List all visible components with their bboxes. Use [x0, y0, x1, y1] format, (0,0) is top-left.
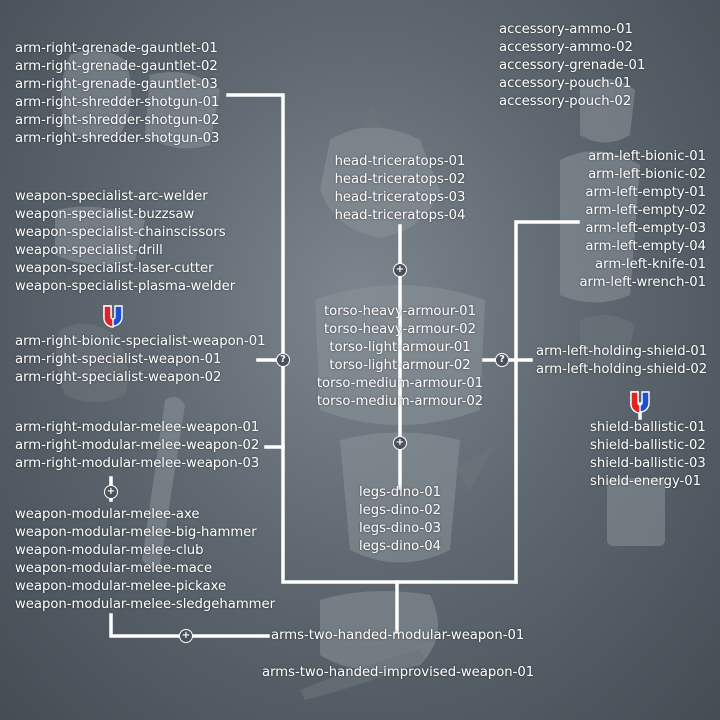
list-item: weapon-specialist-arc-welder	[15, 189, 208, 204]
list-item: weapon-specialist-plasma-welder	[15, 279, 236, 294]
list-item: torso-light-armour-02	[329, 358, 471, 373]
head-list: head-triceratops-01 head-triceratops-02 he…	[300, 153, 500, 225]
list-item: arm-left-bionic-01	[588, 149, 706, 164]
list-item: arm-right-shredder-shotgun-03	[15, 131, 220, 146]
list-item: head-triceratops-01	[334, 154, 466, 169]
list-item: accessory-grenade-01	[499, 58, 646, 73]
weapon-modular-melee-list: weapon-modular-melee-axe weapon-modular-m…	[15, 506, 275, 614]
weapon-specialist-list: weapon-specialist-arc-welder weapon-speci…	[15, 188, 235, 296]
list-item: head-triceratops-02	[334, 172, 466, 187]
list-item: accessory-pouch-01	[499, 76, 632, 91]
list-item: arm-right-specialist-weapon-01	[15, 352, 222, 367]
accessory-list: accessory-ammo-01 accessory-ammo-02 access…	[499, 21, 645, 111]
list-item: accessory-ammo-02	[499, 40, 633, 55]
legs-list: legs-dino-01 legs-dino-02 legs-dino-03 legs…	[300, 484, 500, 556]
list-item: torso-light-armour-01	[329, 340, 471, 355]
list-item: torso-medium-armour-01	[316, 376, 484, 391]
list-item: legs-dino-01	[358, 485, 442, 500]
list-item: weapon-modular-melee-big-hammer	[15, 525, 257, 540]
list-item: head-triceratops-03	[334, 190, 466, 205]
arm-left-shield-list: arm-left-holding-shield-01 arm-left-holdi…	[536, 343, 707, 379]
list-item: weapon-specialist-laser-cutter	[15, 261, 214, 276]
question-icon: ?	[495, 353, 509, 367]
list-item: torso-heavy-armour-01	[324, 304, 476, 319]
magnet-icon	[103, 305, 123, 328]
list-item: arm-right-shredder-shotgun-02	[15, 113, 220, 128]
list-item: arm-right-grenade-gauntlet-02	[15, 59, 218, 74]
list-item: arms-two-handed-modular-weapon-01	[271, 628, 525, 643]
list-item: arm-left-wrench-01	[579, 275, 706, 290]
list-item: shield-ballistic-03	[590, 456, 706, 471]
list-item: shield-ballistic-02	[590, 438, 706, 453]
list-item: arm-right-bionic-specialist-weapon-01	[15, 334, 266, 349]
list-item: weapon-modular-melee-mace	[15, 561, 213, 576]
plus-icon: +	[393, 263, 407, 277]
list-item: weapon-specialist-buzzsaw	[15, 207, 195, 222]
list-item: weapon-modular-melee-axe	[15, 507, 200, 522]
list-item: arm-left-empty-03	[585, 221, 706, 236]
list-item: accessory-ammo-01	[499, 22, 633, 37]
list-item: weapon-specialist-chainscissors	[15, 225, 226, 240]
list-item: accessory-pouch-02	[499, 94, 632, 109]
list-item: arm-left-holding-shield-01	[536, 344, 708, 359]
list-item: legs-dino-03	[358, 521, 442, 536]
list-item: arm-right-modular-melee-weapon-03	[15, 456, 260, 471]
list-item: arm-right-shredder-shotgun-01	[15, 95, 220, 110]
plus-icon: +	[179, 629, 193, 643]
arm-left-list: arm-left-bionic-01 arm-left-bionic-02 arm-…	[560, 148, 706, 292]
list-item: torso-medium-armour-02	[316, 394, 484, 409]
list-item: arm-right-grenade-gauntlet-01	[15, 41, 218, 56]
list-item: shield-ballistic-01	[590, 420, 706, 435]
list-item: weapon-modular-melee-sledgehammer	[15, 597, 276, 612]
arm-right-modular-list: arm-right-modular-melee-weapon-01 arm-rig…	[15, 419, 259, 473]
list-item: arm-right-modular-melee-weapon-02	[15, 438, 260, 453]
arm-right-specialist-list: arm-right-bionic-specialist-weapon-01 arm…	[15, 333, 266, 387]
question-icon: ?	[276, 353, 290, 367]
arm-right-grenade-shredder-list: arm-right-grenade-gauntlet-01 arm-right-g…	[15, 40, 219, 148]
plus-icon: +	[393, 436, 407, 450]
arms-two-handed-modular-list: arms-two-handed-modular-weapon-01	[271, 627, 524, 645]
shield-list: shield-ballistic-01 shield-ballistic-02 sh…	[590, 419, 706, 491]
plus-icon: +	[104, 485, 118, 499]
list-item: legs-dino-04	[358, 539, 442, 554]
list-item: arm-left-empty-02	[585, 203, 706, 218]
magnet-icon	[630, 391, 650, 414]
model-silhouettes	[55, 50, 665, 700]
list-item: weapon-modular-melee-club	[15, 543, 204, 558]
list-item: shield-energy-01	[590, 474, 702, 489]
torso-list: torso-heavy-armour-01 torso-heavy-armour-…	[290, 303, 510, 411]
list-item: weapon-modular-melee-pickaxe	[15, 579, 227, 594]
list-item: torso-heavy-armour-02	[324, 322, 476, 337]
list-item: legs-dino-02	[358, 503, 442, 518]
arms-two-handed-improvised-list: arms-two-handed-improvised-weapon-01	[262, 664, 534, 682]
list-item: arm-left-holding-shield-02	[536, 362, 708, 377]
list-item: weapon-specialist-drill	[15, 243, 163, 258]
list-item: arm-right-grenade-gauntlet-03	[15, 77, 218, 92]
list-item: arm-left-bionic-02	[588, 167, 706, 182]
list-item: arm-left-empty-04	[585, 239, 706, 254]
list-item: arm-right-specialist-weapon-02	[15, 370, 222, 385]
list-item: arm-left-empty-01	[585, 185, 706, 200]
list-item: arm-left-knife-01	[595, 257, 706, 272]
list-item: head-triceratops-04	[334, 208, 466, 223]
list-item: arms-two-handed-improvised-weapon-01	[262, 665, 535, 680]
list-item: arm-right-modular-melee-weapon-01	[15, 420, 260, 435]
